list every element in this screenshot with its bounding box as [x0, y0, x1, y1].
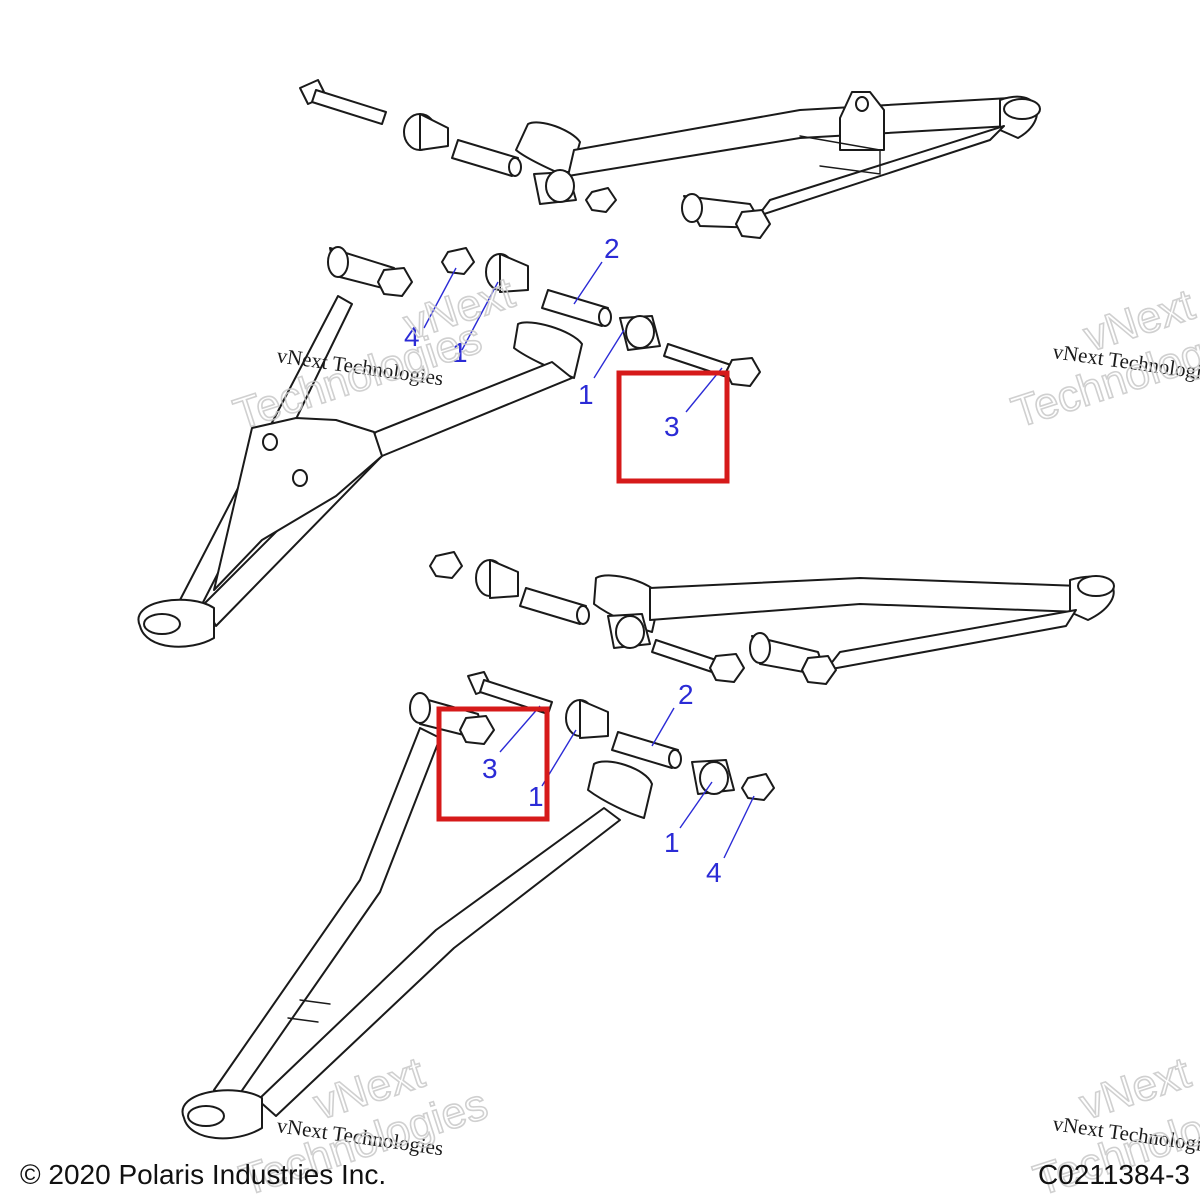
low-small-bushing	[607, 613, 651, 649]
copyright-text: © 2020 Polaris Industries Inc.	[20, 1159, 386, 1190]
bottom-a-arm	[181, 671, 775, 1140]
highlight-box-top-3	[616, 370, 730, 484]
top-sleeve	[451, 139, 522, 177]
footer: © 2020 Polaris Industries Inc. C0211384-…	[20, 1159, 1190, 1190]
callout-top-3[interactable]: 3	[664, 411, 680, 442]
diagram-code: C0211384-3	[1038, 1159, 1190, 1190]
top-upper-a-arm	[299, 79, 1041, 239]
watermarks: vNext Technologies vNext Technologies vN…	[227, 267, 1200, 1200]
callout-bot-4[interactable]: 4	[706, 857, 722, 888]
lower-rear-arm	[429, 551, 1115, 685]
low-arm-body	[593, 574, 1115, 671]
bot-nut	[741, 773, 775, 801]
top-right-bolt	[681, 193, 771, 239]
mid-arm-body	[137, 295, 583, 648]
callout-bot-3[interactable]: 3	[482, 753, 498, 784]
callout-bot-1b[interactable]: 1	[664, 827, 680, 858]
mid-flange-bushing	[485, 253, 529, 293]
low-flange-bushing	[475, 559, 519, 599]
mid-sleeve	[541, 289, 612, 327]
callout-top-1a[interactable]: 1	[452, 337, 468, 368]
callout-numbers: 2 4 1 1 3 2 3 1 1 4	[404, 233, 722, 888]
bot-sleeve	[611, 731, 682, 769]
callout-top-4[interactable]: 4	[404, 321, 420, 352]
low-sleeve	[519, 587, 590, 625]
bot-left-bolt	[409, 692, 495, 745]
bot-small-bushing	[691, 759, 735, 795]
callout-top-2[interactable]: 2	[604, 233, 620, 264]
low-nut-left	[429, 551, 463, 579]
highlight-boxes	[436, 370, 730, 822]
low-right-bolt	[749, 632, 837, 685]
callout-top-1b[interactable]: 1	[578, 379, 594, 410]
top-arm-tube	[515, 91, 1041, 217]
top-flange-bushing	[403, 113, 449, 151]
callout-bot-2[interactable]: 2	[678, 679, 694, 710]
bot-flange-bushing	[565, 699, 609, 739]
mid-left-bolt	[327, 246, 413, 297]
low-bolt	[651, 639, 745, 683]
callout-bot-1a[interactable]: 1	[528, 781, 544, 812]
mid-nut	[441, 247, 475, 275]
bot-arm-body	[181, 727, 653, 1140]
mid-small-bushing	[619, 315, 661, 351]
middle-a-arm	[137, 246, 761, 648]
highlight-box-bottom-3	[436, 706, 550, 822]
top-small-bushing	[533, 169, 577, 205]
top-long-bolt	[299, 79, 387, 125]
top-nut	[585, 187, 617, 213]
